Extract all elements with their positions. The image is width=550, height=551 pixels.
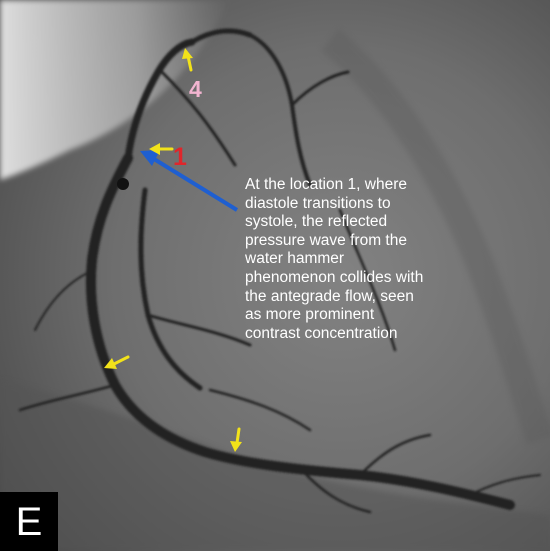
upper-branch: [189, 28, 253, 45]
location-4-label: 4: [189, 76, 202, 102]
arrow-location-1-head: [149, 143, 160, 155]
arrow-mid-vessel: [112, 355, 130, 366]
pointer-arrowhead: [140, 150, 160, 166]
branch-a: [158, 68, 237, 167]
panel-letter: E: [15, 499, 43, 544]
branch-i: [18, 383, 117, 412]
panel-letter-box: E: [0, 492, 58, 551]
branch-j: [34, 269, 95, 331]
annotation-caption: At the location 1, where diastole transi…: [245, 176, 424, 342]
lower-shadow: [0, 380, 550, 551]
branch-l: [469, 474, 541, 496]
branch-k: [338, 208, 397, 352]
coronary-vessels: [18, 28, 541, 514]
location-1-label: 1: [173, 143, 187, 171]
pointer-line: [152, 157, 239, 212]
arrow-lower-vessel: [235, 427, 241, 445]
branch-h: [298, 466, 372, 514]
contrast-concentration-spot: [117, 178, 129, 190]
upper-left-glare: [0, 0, 230, 180]
branch-g: [358, 433, 432, 477]
branch-f: [208, 388, 312, 432]
yellow-arrows: [104, 48, 242, 452]
proximal-vessel: [124, 38, 196, 162]
arrow-lower-vessel-head: [230, 441, 242, 452]
arrow-mid-vessel-head: [104, 358, 117, 369]
branch-e: [146, 313, 252, 347]
background-structure: [321, 29, 550, 445]
main-vessel: [85, 153, 515, 510]
arrow-location-4-head: [182, 48, 193, 59]
branch-c: [290, 70, 350, 107]
